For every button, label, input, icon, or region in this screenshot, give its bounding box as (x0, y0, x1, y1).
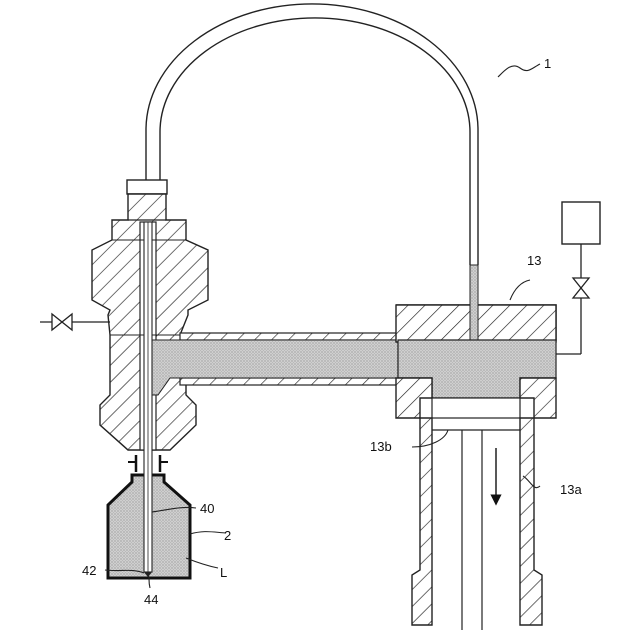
label-liquid: L (220, 565, 227, 580)
label-device: 1 (544, 56, 551, 71)
label-needle-tip: 44 (144, 592, 158, 607)
label-pipe-inner: 13b (370, 439, 392, 454)
label-pipe-outlet: 13a (560, 482, 582, 497)
left-valve-icon (52, 314, 72, 330)
top-cap (127, 180, 167, 194)
junction-block (396, 265, 556, 418)
needle (144, 222, 152, 577)
horizontal-pipe (150, 333, 398, 395)
left-inlet (40, 314, 110, 330)
right-valve-icon (573, 278, 589, 298)
label-needle: 40 (200, 501, 214, 516)
label-needle-lower: 42 (82, 563, 96, 578)
right-supply (556, 202, 600, 354)
label-container: 2 (224, 528, 231, 543)
return-tube (146, 4, 478, 265)
tank-icon (562, 202, 600, 244)
outlet-tube (412, 418, 542, 630)
label-pipe: 13 (527, 253, 541, 268)
